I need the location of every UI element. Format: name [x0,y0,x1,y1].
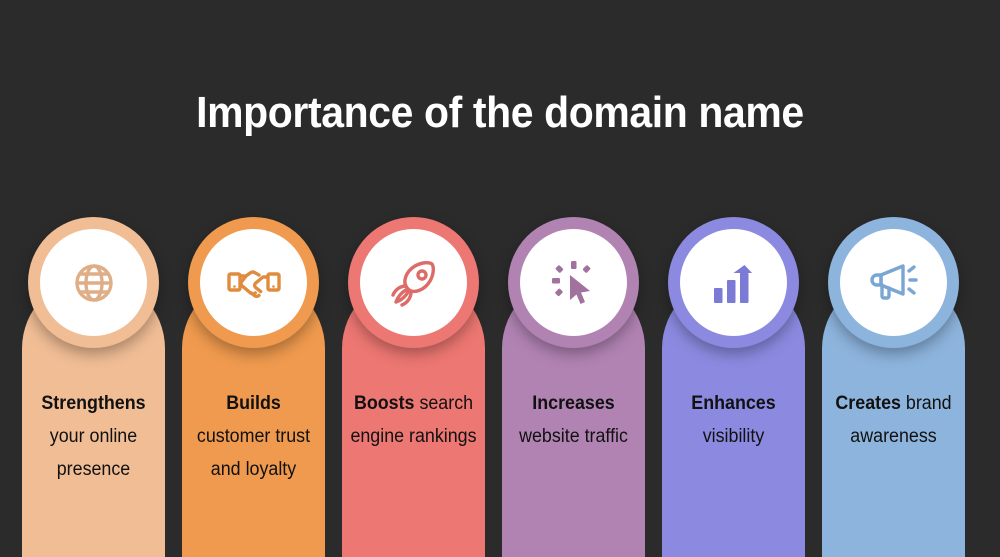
icon-badge-strengthens[interactable] [28,217,159,348]
column-caption-enhances: Enhances visibility [666,387,800,453]
icon-badge-boosts[interactable] [348,217,479,348]
caption-lead-increases: Increases [532,393,615,414]
megaphone-icon [840,229,947,336]
icon-badge-creates[interactable] [828,217,959,348]
globe-icon [40,229,147,336]
column-caption-increases: Increases website traffic [506,387,640,453]
column-caption-creates: Creates brand awareness [826,387,960,453]
column-enhances[interactable]: Enhances visibility [662,217,805,557]
column-builds[interactable]: Builds customer trust and loyalty [182,217,325,557]
column-caption-strengthens: Strengthens your online presence [26,387,160,486]
bar-chart-arrow-icon [680,229,787,336]
column-creates[interactable]: Creates brand awareness [822,217,965,557]
caption-lead-boosts: Boosts [353,393,415,414]
caption-lead-enhances: Enhances [691,393,776,414]
page-title: Importance of the domain name [196,88,804,137]
column-increases[interactable]: Increases website traffic [502,217,645,557]
caption-rest-strengthens: your online presence [49,426,138,480]
icon-badge-increases[interactable] [508,217,639,348]
column-strengthens[interactable]: Strengthens your online presence [22,217,165,557]
caption-rest-enhances: visibility [702,426,765,447]
handshake-icon [200,229,307,336]
caption-rest-boosts: search engine rankings [350,393,477,447]
column-caption-boosts: Boosts search engine rankings [346,387,480,453]
icon-badge-builds[interactable] [188,217,319,348]
caption-rest-builds: customer trust and loyalty [196,426,311,480]
columns-row: Strengthens your online presence Builds c… [22,217,978,557]
caption-lead-builds: Builds [226,393,281,414]
cursor-click-icon [520,229,627,336]
caption-lead-strengthens: Strengthens [41,393,146,414]
caption-rest-increases: website traffic [519,426,628,447]
column-caption-builds: Builds customer trust and loyalty [186,387,320,486]
column-boosts[interactable]: Boosts search engine rankings [342,217,485,557]
caption-lead-creates: Creates [835,393,901,414]
icon-badge-enhances[interactable] [668,217,799,348]
caption-rest-creates: brand awareness [850,393,952,447]
rocket-icon [360,229,467,336]
